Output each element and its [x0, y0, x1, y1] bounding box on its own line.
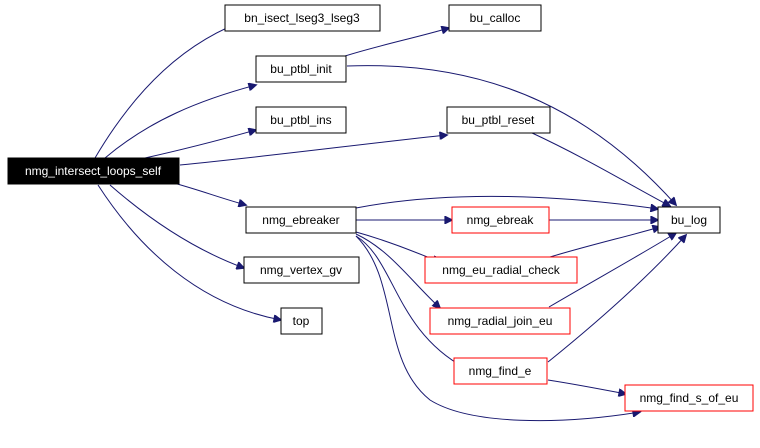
node-label: nmg_vertex_gv [260, 263, 342, 277]
edge-root-nmg_vertex_gv [109, 184, 244, 268]
node-label: bu_ptbl_reset [462, 113, 535, 127]
node-nmg_ebreak[interactable]: nmg_ebreak [451, 206, 550, 234]
edge-nmg_ebreaker-nmg_find_s_of_eu [355, 235, 640, 422]
edge-root-bu_ptbl_reset [179, 135, 447, 166]
node-label: nmg_find_s_of_eu [640, 391, 739, 405]
edge-nmg_ebreaker-nmg_radial_join_eu [355, 233, 440, 308]
node-label: bu_calloc [470, 11, 521, 25]
edge-nmg_radial_join_eu-bu_log [548, 233, 676, 308]
node-label: top [293, 314, 310, 328]
node-top[interactable]: top [280, 307, 323, 335]
node-bn_isect_lseg3_lseg3[interactable]: bn_isect_lseg3_lseg3 [224, 4, 381, 32]
node-nmg_eu_radial_check[interactable]: nmg_eu_radial_check [424, 256, 578, 284]
node-label: nmg_find_e [469, 364, 532, 378]
edges [94, 18, 686, 422]
edge-bu_ptbl_init-bu_log [346, 65, 676, 205]
edge-nmg_eu_radial_check-bu_log [549, 227, 660, 258]
node-label: bu_ptbl_ins [270, 113, 331, 127]
node-nmg_intersect_loops_self[interactable]: nmg_intersect_loops_self [7, 157, 180, 185]
node-label: nmg_ebreaker [262, 213, 339, 227]
edge-root-bu_ptbl_init [104, 85, 256, 159]
node-label: bu_log [671, 213, 707, 227]
edge-root-bu_ptbl_ins [144, 130, 256, 159]
edge-bu_ptbl_reset-bu_log [529, 131, 670, 206]
edge-nmg_find_e-nmg_find_s_of_eu [547, 379, 626, 394]
node-nmg_radial_join_eu[interactable]: nmg_radial_join_eu [429, 307, 571, 335]
edge-root-nmg_ebreaker [169, 181, 246, 205]
nodes: nmg_intersect_loops_self bn_isect_lseg3_… [7, 4, 754, 412]
node-nmg_ebreaker[interactable]: nmg_ebreaker [245, 206, 357, 234]
edge-root-top [97, 184, 281, 320]
edge-bu_ptbl_init-bu_calloc [344, 28, 449, 57]
node-label: nmg_ebreak [467, 213, 535, 227]
node-bu_ptbl_ins[interactable]: bu_ptbl_ins [255, 106, 347, 134]
edge-nmg_find_e-bu_log [547, 235, 686, 363]
node-nmg_vertex_gv[interactable]: nmg_vertex_gv [243, 256, 360, 284]
node-label: nmg_radial_join_eu [448, 314, 553, 328]
node-bu_calloc[interactable]: bu_calloc [448, 4, 542, 32]
node-nmg_find_s_of_eu[interactable]: nmg_find_s_of_eu [624, 384, 754, 412]
node-label: bn_isect_lseg3_lseg3 [244, 11, 360, 25]
node-label: nmg_intersect_loops_self [25, 164, 162, 178]
node-bu_ptbl_init[interactable]: bu_ptbl_init [255, 55, 347, 83]
node-nmg_find_e[interactable]: nmg_find_e [453, 357, 548, 385]
node-label: bu_ptbl_init [270, 62, 332, 76]
edge-nmg_ebreaker-bu_log [355, 195, 658, 209]
node-label: nmg_eu_radial_check [442, 263, 560, 277]
node-bu_ptbl_reset[interactable]: bu_ptbl_reset [446, 106, 551, 134]
node-bu_log[interactable]: bu_log [657, 206, 721, 234]
edge-nmg_ebreaker-nmg_find_e [355, 235, 465, 368]
